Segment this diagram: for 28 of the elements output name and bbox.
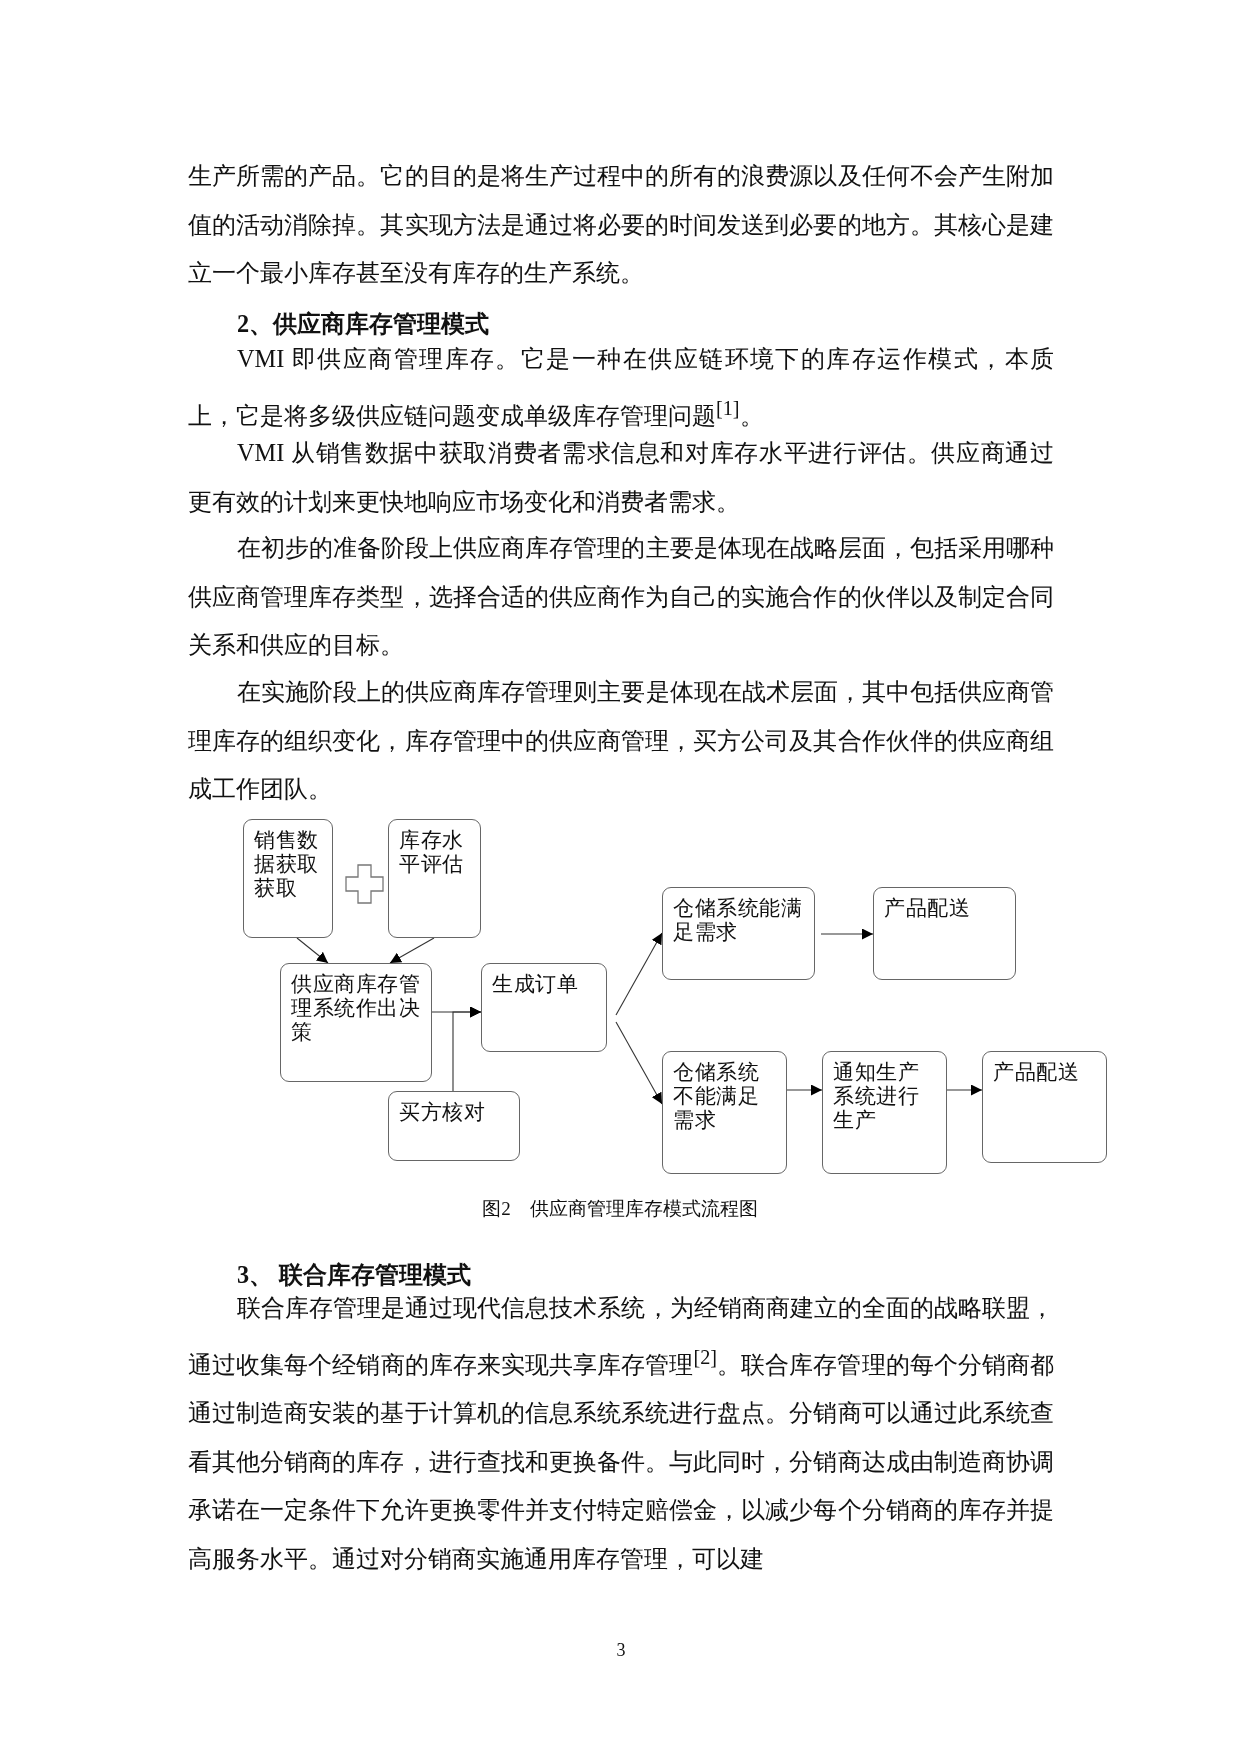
process-box: 仓储系统能满足需求	[662, 887, 815, 980]
body-paragraph: 生产所需的产品。它的目的是将生产过程中的所有的浪费源以及任何不会产生附加值的活动消除掉。其实现方法是通过将必要的时间发送到必要的地方。其核心是建立一个最小库存甚至没有库存的生产系统。	[188, 161, 1054, 288]
process-box: 买方核对	[388, 1091, 520, 1161]
section-heading: 2、供应商库存管理模式	[236, 309, 491, 339]
arrow	[820, 928, 874, 940]
body-paragraph: 在实施阶段上的供应商库存管理则主要是体现在战术层面，其中包括供应商管理库存的组织变化，库存管理中的供应商管理，买方公司及其合作伙伴的供应商组成工作团队。	[188, 677, 1054, 804]
process-box: 通知生产系统进行生产	[822, 1051, 947, 1174]
process-box: 生成订单	[481, 963, 607, 1052]
process-box: 产品配送	[873, 887, 1016, 980]
process-box: 仓储系统不能满足需求	[662, 1051, 787, 1174]
arrow	[615, 1021, 663, 1105]
figure-caption: 图2 供应商管理库存模式流程图	[481, 1197, 759, 1221]
arrow	[296, 937, 329, 964]
arrow	[946, 1084, 983, 1096]
process-box: 销售数据获取获取	[243, 819, 333, 938]
body-paragraph: VMI 从销售数据中获取消费者需求信息和对库存水平进行评估。供应商通过更有效的计划来更快地响应市场变化和消费者需求。	[188, 438, 1054, 517]
arrow	[786, 1084, 823, 1096]
body-paragraph: 在初步的准备阶段上供应商库存管理的主要是体现在战略层面，包括采用哪种供应商管理库存类型，选择合适的供应商作为自己的实施合作的伙伴以及制定合同关系和供应的目标。	[188, 533, 1054, 660]
arrow	[452, 1006, 482, 1092]
process-box: 产品配送	[982, 1051, 1107, 1163]
process-box: 供应商库存管理系统作出决策	[280, 963, 432, 1082]
body-paragraph: VMI 即供应商管理库存。它是一种在供应链环境下的库存运作模式，本质上，它是将多级供应链问题变成单级库存管理问题$^{[1]}$。	[188, 344, 1054, 431]
section-heading: 3、 联合库存管理模式	[236, 1260, 473, 1290]
body-paragraph: 联合库存管理是通过现代信息技术系统，为经销商商建立的全面的战略联盟，通过收集每个经销商的库存来实现共享库存管理$^{[2]}$。联合库存管理的每个分销商都通过制造商安装的基于计算机的信息系统系统进行盘点。分销商可以通过此系统查看其他分销商的库存，进行查找和更换备件。与此同时，分销商达成由制造商协调承诺在一定条件下允许更换零件并支付特定赔偿金，以减少每个分销商的库存并提高服务水平。通过对分销商实施通用库存管理，可以建	[188, 1293, 1054, 1574]
arrow	[389, 937, 435, 964]
page-number: 3	[615, 1639, 627, 1662]
arrow	[615, 932, 663, 1016]
process-box: 库存水平评估	[388, 819, 481, 938]
